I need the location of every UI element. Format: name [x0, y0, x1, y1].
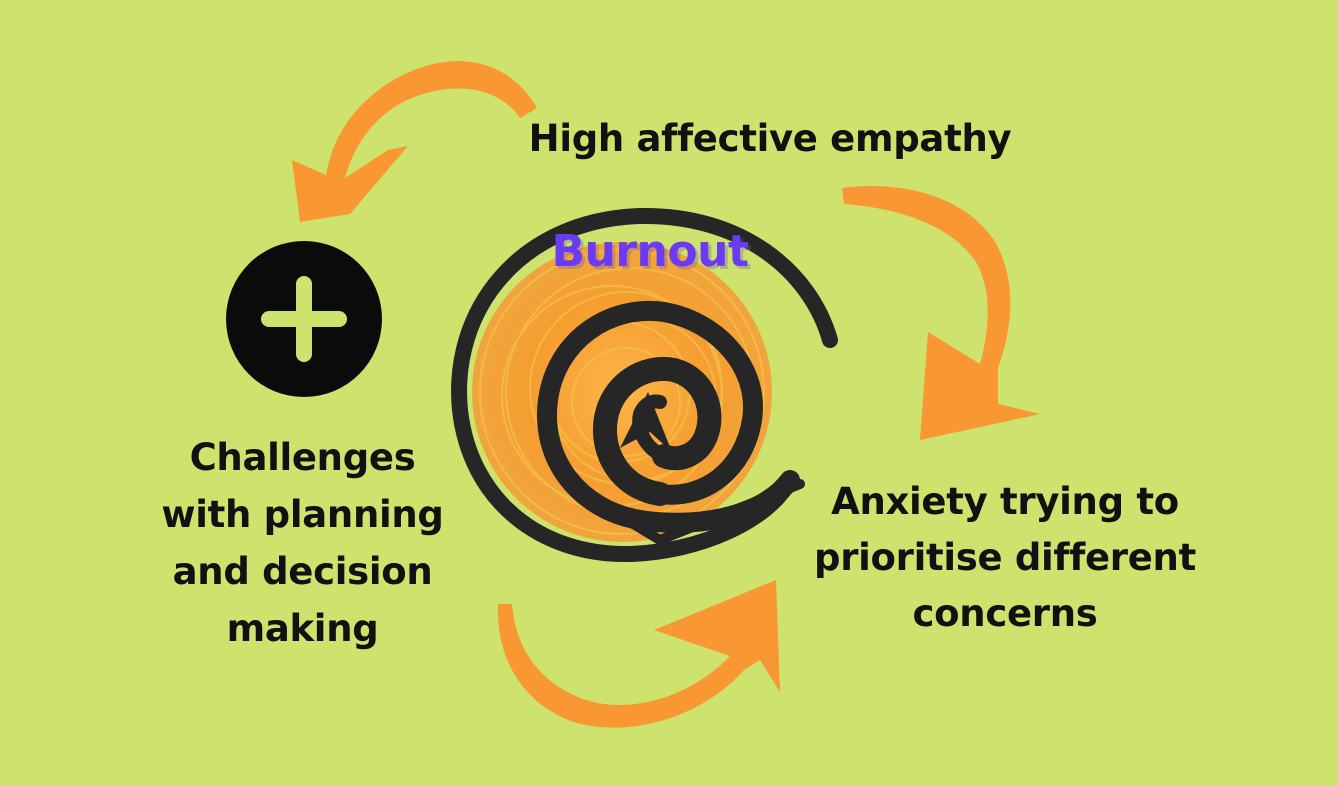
node-label-line: Anxiety trying to — [831, 480, 1179, 523]
spiral-strokes — [451, 207, 838, 563]
center-title: Burnout — [551, 226, 749, 277]
node-label-line: making — [226, 606, 379, 650]
spiral-arrow-head — [620, 392, 672, 452]
node-label-line: and decision — [172, 549, 433, 593]
node-high-affective-empathy: High affective empathy — [520, 116, 1020, 161]
node-planning-challenges: Challenges with planning and decision ma… — [130, 430, 475, 658]
node-label-line: High affective empathy — [528, 117, 1012, 160]
node-label-line: prioritise different — [814, 536, 1196, 580]
node-label-line: Challenges — [189, 436, 416, 479]
curved-arrow-icon — [292, 61, 537, 222]
plus-badge — [226, 241, 382, 397]
node-anxiety-prioritising: Anxiety trying to prioritise different c… — [805, 474, 1205, 643]
curved-arrow-icon — [842, 186, 1040, 440]
node-label-line: with planning — [161, 492, 444, 536]
node-label-line: concerns — [912, 592, 1098, 636]
plus-icon — [261, 276, 347, 362]
spiral-icon — [451, 207, 838, 563]
curved-arrow-icon — [497, 580, 780, 728]
